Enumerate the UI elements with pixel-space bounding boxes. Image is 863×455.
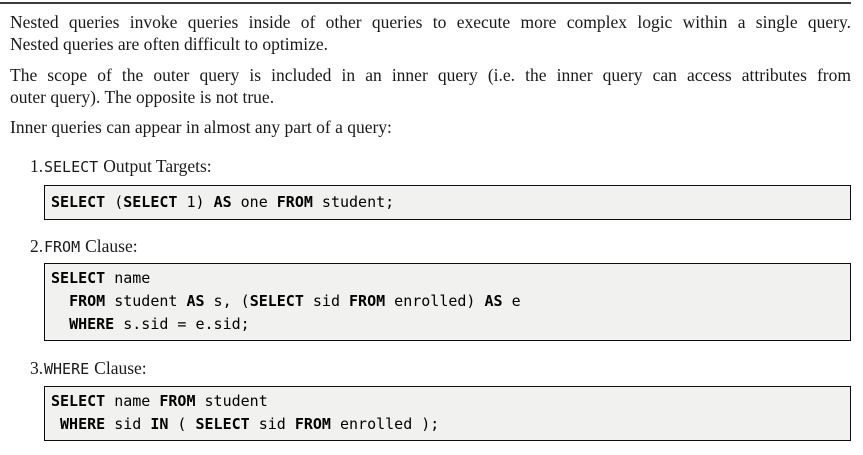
list-item-number: 1. — [30, 156, 44, 176]
sql-keyword: FROM — [349, 292, 386, 310]
sql-text: student; — [312, 193, 395, 211]
sql-keyword: SELECT — [51, 392, 106, 410]
sql-text: enrolled ); — [330, 415, 440, 433]
sql-text: e — [502, 292, 521, 310]
sql-keyword: FROM — [159, 392, 196, 410]
list-item-label: Clause: — [85, 236, 138, 256]
sql-keyword: FROM — [276, 193, 313, 211]
sql-text: s.sid = e.sid; — [114, 315, 250, 333]
code-line: FROM student AS s, (SELECT sid FROM enro… — [51, 290, 844, 313]
sql-keyword: FROM — [294, 415, 331, 433]
list-item-label: Output Targets: — [103, 156, 212, 176]
sql-text — [51, 415, 60, 433]
code-line: SELECT name — [51, 267, 844, 290]
sql-text: name — [105, 392, 160, 410]
list-item-keyword: SELECT — [44, 158, 99, 176]
code-block-from-clause: SELECT name FROM student AS s, (SELECT s… — [44, 263, 851, 341]
sql-text: sid — [303, 292, 350, 310]
sql-keyword: AS — [186, 292, 205, 310]
sql-text: one — [231, 193, 277, 211]
list-item-number: 2. — [30, 236, 44, 256]
code-line: SELECT name FROM student — [51, 390, 844, 413]
paragraph-nested-queries-intro: Nested queries invoke queries inside of … — [10, 11, 851, 55]
paragraph-inner-queries: Inner queries can appear in almost any p… — [10, 116, 851, 138]
code-line: WHERE s.sid = e.sid; — [51, 313, 844, 336]
sql-text: ( — [105, 193, 124, 211]
sql-keyword: WHERE — [60, 415, 106, 433]
text-line: Inner queries can appear in almost any p… — [10, 117, 392, 137]
sql-text — [51, 292, 69, 310]
sql-text: s, ( — [204, 292, 250, 310]
sql-text: student — [105, 292, 187, 310]
sql-text: ( — [168, 415, 196, 433]
paragraph-scope: The scope of the outer query is included… — [10, 64, 851, 108]
page-body: Nested queries invoke queries inside of … — [0, 11, 863, 441]
sql-keyword: SELECT — [51, 269, 106, 287]
text-line: Nested queries are often difficult to op… — [10, 34, 328, 54]
code-block-where-clause: SELECT name FROM student WHERE sid IN ( … — [44, 386, 851, 441]
sql-text — [51, 315, 69, 333]
text-line: The scope of the outer query is included… — [10, 65, 851, 85]
sql-keyword: FROM — [69, 292, 106, 310]
sql-keyword: IN — [150, 415, 169, 433]
list-item-keyword: FROM — [44, 238, 81, 256]
list-item-number: 3. — [30, 358, 44, 378]
sql-keyword: SELECT — [123, 193, 178, 211]
sql-keyword: SELECT — [195, 415, 250, 433]
list-item-keyword: WHERE — [44, 360, 90, 378]
list-item-label: Clause: — [94, 358, 147, 378]
sql-text: sid — [249, 415, 295, 433]
sql-keyword: WHERE — [69, 315, 115, 333]
sql-text: enrolled) — [385, 292, 485, 310]
sql-text: student — [195, 392, 268, 410]
sql-keyword: SELECT — [249, 292, 304, 310]
section-divider-rule — [0, 2, 851, 4]
sql-keyword: SELECT — [51, 193, 106, 211]
code-line: SELECT (SELECT 1) AS one FROM student; — [51, 191, 844, 214]
sql-keyword: AS — [213, 193, 232, 211]
sql-text: name — [105, 269, 151, 287]
sql-text: 1) — [177, 193, 214, 211]
text-line: Nested queries invoke queries inside of … — [10, 12, 851, 32]
sql-text: sid — [105, 415, 151, 433]
code-line: WHERE sid IN ( SELECT sid FROM enrolled … — [51, 413, 844, 436]
code-block-select-output-targets: SELECT (SELECT 1) AS one FROM student; — [44, 185, 851, 220]
text-line: outer query). The opposite is not true. — [10, 87, 275, 107]
sql-keyword: AS — [484, 292, 503, 310]
